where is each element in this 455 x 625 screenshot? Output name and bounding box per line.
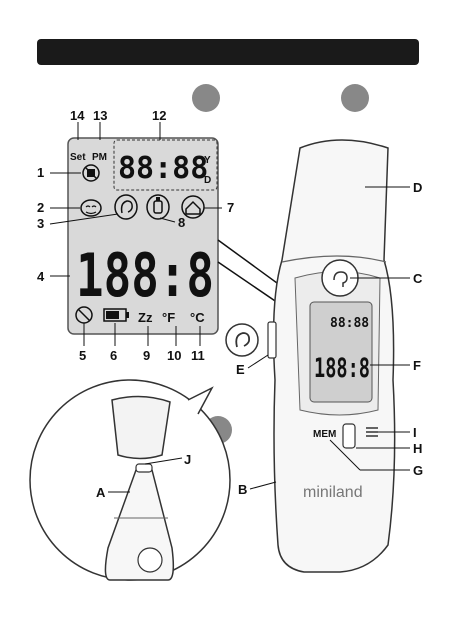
lcd-year-letter: Y	[204, 155, 211, 166]
device-screen-main: 188:8	[314, 353, 370, 384]
lcd-pm-label: PM	[92, 152, 107, 163]
lcd-time-digits: 88:88	[118, 151, 208, 186]
callout-5: 5	[79, 348, 86, 363]
callout-D: D	[413, 180, 422, 195]
mem-label: MEM	[313, 429, 336, 440]
ear-mode-icon	[226, 324, 258, 356]
lcd-main-digits: 188:8	[76, 241, 214, 311]
callout-2: 2	[37, 200, 44, 215]
callout-I: I	[413, 425, 417, 440]
callout-4: 4	[37, 269, 45, 284]
callout-11: 11	[191, 348, 205, 363]
brand-logo: miniland	[303, 484, 363, 501]
section-marker-1	[192, 84, 220, 112]
callout-A: A	[96, 485, 106, 500]
callout-1: 1	[37, 165, 44, 180]
callout-13: 13	[93, 108, 107, 123]
callout-F: F	[413, 358, 421, 373]
callout-9: 9	[143, 348, 150, 363]
callout-J: J	[184, 452, 191, 467]
callout-G: G	[413, 463, 423, 478]
side-button[interactable]	[268, 322, 276, 358]
lcd-sleep-symbol: Zz	[138, 310, 153, 325]
callout-7: 7	[227, 200, 234, 215]
section-marker-2	[341, 84, 369, 112]
callout-14: 14	[70, 108, 85, 123]
lcd-celsius: °C	[190, 310, 205, 325]
callout-12: 12	[152, 108, 166, 123]
callout-10: 10	[167, 348, 181, 363]
mem-switch[interactable]	[343, 424, 355, 448]
lcd-set-label: Set	[70, 152, 86, 163]
lcd-day-letter: D	[204, 175, 211, 186]
callout-H: H	[413, 441, 422, 456]
callout-E: E	[236, 362, 245, 377]
callout-6: 6	[110, 348, 117, 363]
callout-3: 3	[37, 216, 44, 231]
callout-B: B	[238, 482, 247, 497]
detail-circle	[30, 380, 230, 580]
header-bar	[37, 39, 419, 65]
callout-C: C	[413, 271, 423, 286]
lcd-fahrenheit: °F	[162, 310, 175, 325]
thermometer-device: 88:88 188:8 MEM miniland	[268, 140, 395, 572]
callout-8: 8	[178, 215, 185, 230]
device-screen-time: 88:88	[330, 316, 369, 331]
lcd-panel: Set PM 88:88 Y D 188:8	[68, 138, 218, 334]
